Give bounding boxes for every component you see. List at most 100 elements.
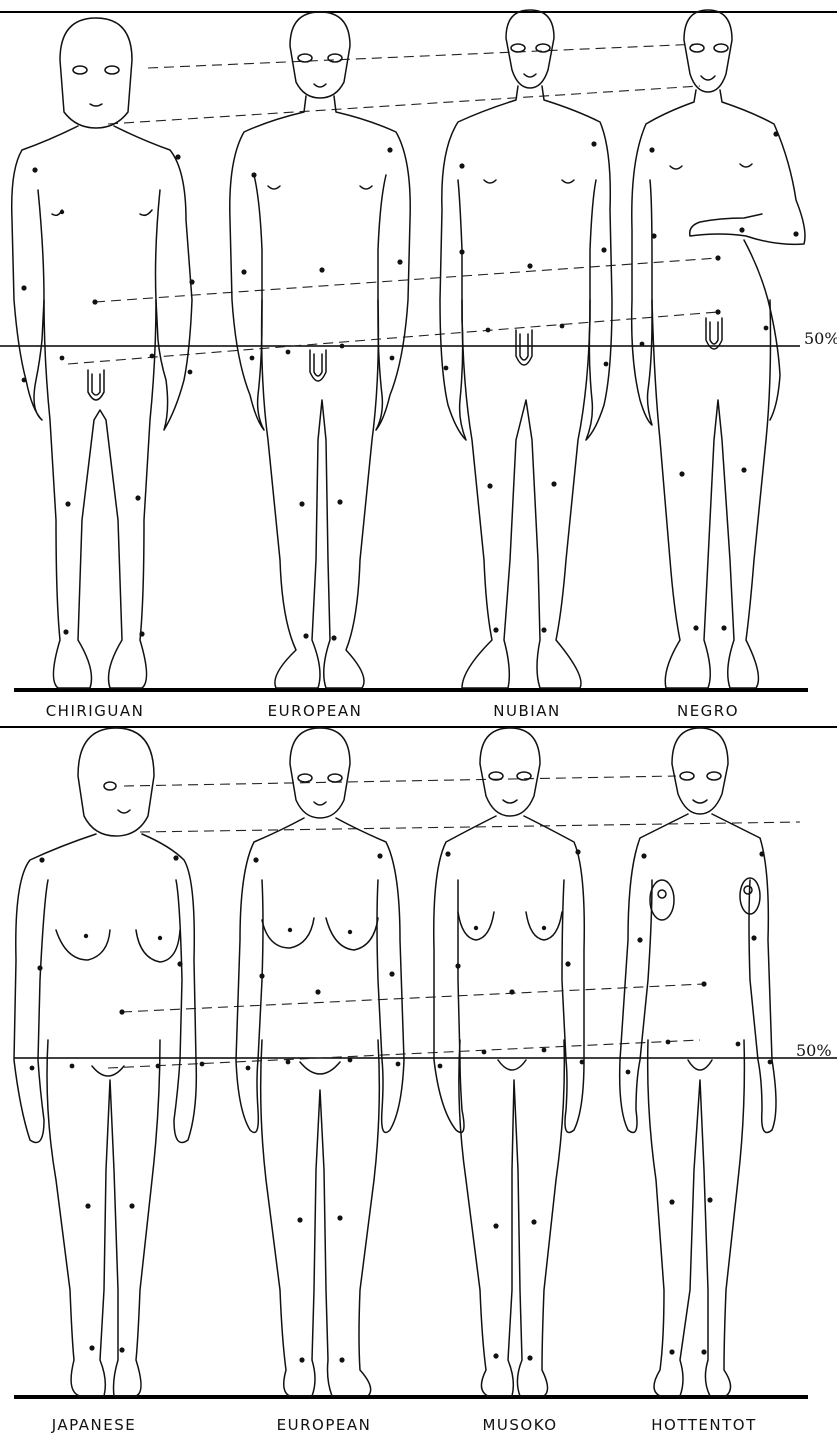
landmark-dot	[739, 227, 744, 232]
landmark-dot	[666, 1040, 671, 1045]
eye-right	[105, 66, 119, 74]
landmark-dot	[189, 279, 194, 284]
figure-hottentot	[620, 728, 776, 1396]
landmark-dot	[764, 326, 769, 331]
landmark-dot	[651, 233, 656, 238]
mouth	[693, 800, 707, 803]
landmark-dot	[649, 147, 654, 152]
breasts	[56, 930, 180, 962]
landmark-dot	[119, 1347, 124, 1352]
right-side-outline	[542, 86, 612, 440]
landmark-dot	[60, 356, 65, 361]
landmark-dot	[773, 131, 778, 136]
landmark-dot	[63, 629, 68, 634]
left-side-outline	[230, 96, 306, 430]
landmark-dot	[445, 851, 450, 856]
left-side-outline	[434, 816, 496, 1133]
landmark-dot	[459, 163, 464, 168]
landmark-dot	[707, 1197, 712, 1202]
head-outline	[60, 18, 132, 128]
landmark-dot	[487, 483, 492, 488]
right-side-outline	[524, 816, 584, 1133]
legs-outline	[47, 1040, 160, 1396]
mouth	[118, 810, 130, 813]
landmark-dot	[482, 1050, 487, 1055]
landmark-dot	[39, 857, 44, 862]
landmark-dot	[580, 1060, 585, 1065]
landmark-dot	[751, 935, 756, 940]
landmark-dot	[591, 141, 596, 146]
eye-left	[298, 54, 312, 62]
mouth	[503, 800, 517, 803]
figure-japanese	[14, 728, 204, 1396]
landmark-dot	[527, 263, 532, 268]
landmark-dot	[331, 635, 336, 640]
landmark-dot	[119, 1009, 124, 1014]
eye-right	[707, 772, 721, 780]
landmark-dot	[158, 936, 162, 940]
landmark-dot	[303, 633, 308, 638]
landmark-dot	[444, 366, 449, 371]
landmark-dot	[637, 937, 642, 942]
landmark-dot	[493, 1353, 498, 1358]
head-outline	[672, 728, 728, 814]
landmark-dot	[459, 249, 464, 254]
landmark-dot	[438, 1064, 443, 1069]
landmark-dot	[604, 362, 609, 367]
eye-level-line	[124, 776, 676, 786]
mouth	[524, 74, 536, 77]
label-nubian: NUBIAN	[493, 702, 560, 720]
landmark-dot	[486, 328, 491, 333]
landmark-dot	[736, 1042, 741, 1047]
landmark-dot	[339, 1357, 344, 1362]
landmark-dot	[21, 285, 26, 290]
label-european-male: EUROPEAN	[268, 702, 363, 720]
landmark-dot	[135, 495, 140, 500]
landmark-dot	[70, 1064, 75, 1069]
legs-outline	[648, 1040, 745, 1396]
eye-right	[328, 54, 342, 62]
landmark-dot	[315, 989, 320, 994]
landmark-dot	[640, 342, 645, 347]
left-side-outline	[632, 90, 696, 425]
landmark-dot	[715, 255, 720, 260]
landmark-dot	[348, 1058, 353, 1063]
label-hottentot: HOTTENTOT	[651, 1416, 756, 1434]
landmark-dot	[493, 1223, 498, 1228]
left-side-outline	[620, 814, 688, 1133]
eye-left	[680, 772, 694, 780]
legs-outline	[459, 1040, 564, 1396]
landmark-dot	[129, 1203, 134, 1208]
eye-left	[104, 782, 116, 790]
landmark-dot	[32, 167, 37, 172]
landmark-dot	[139, 631, 144, 636]
landmark-dot	[387, 147, 392, 152]
landmark-dot	[348, 930, 352, 934]
landmark-dot	[188, 370, 193, 375]
landmark-dot	[22, 378, 27, 383]
landmark-dot	[92, 299, 97, 304]
head-outline	[78, 728, 154, 836]
landmark-dot	[509, 989, 514, 994]
label-negro: NEGRO	[677, 702, 739, 720]
landmark-dot	[531, 1219, 536, 1224]
landmark-dot	[299, 1357, 304, 1362]
landmark-dot	[299, 501, 304, 506]
landmark-dot	[701, 981, 706, 986]
landmark-dot	[150, 354, 155, 359]
landmark-dot	[241, 269, 246, 274]
landmark-dot	[377, 853, 382, 858]
label-musoko: MUSOKO	[482, 1416, 557, 1434]
nipple-right	[744, 886, 752, 894]
landmark-dot	[541, 627, 546, 632]
groin-mark	[300, 1062, 340, 1074]
landmark-dot	[768, 1060, 773, 1065]
chest-marks	[670, 164, 752, 169]
landmark-dot	[250, 356, 255, 361]
figure-negro	[632, 10, 805, 688]
eye-left	[298, 774, 312, 782]
left-side-outline	[440, 86, 518, 440]
chin-level-line	[140, 822, 800, 832]
landmark-dot	[793, 231, 798, 236]
landmark-dot	[493, 627, 498, 632]
